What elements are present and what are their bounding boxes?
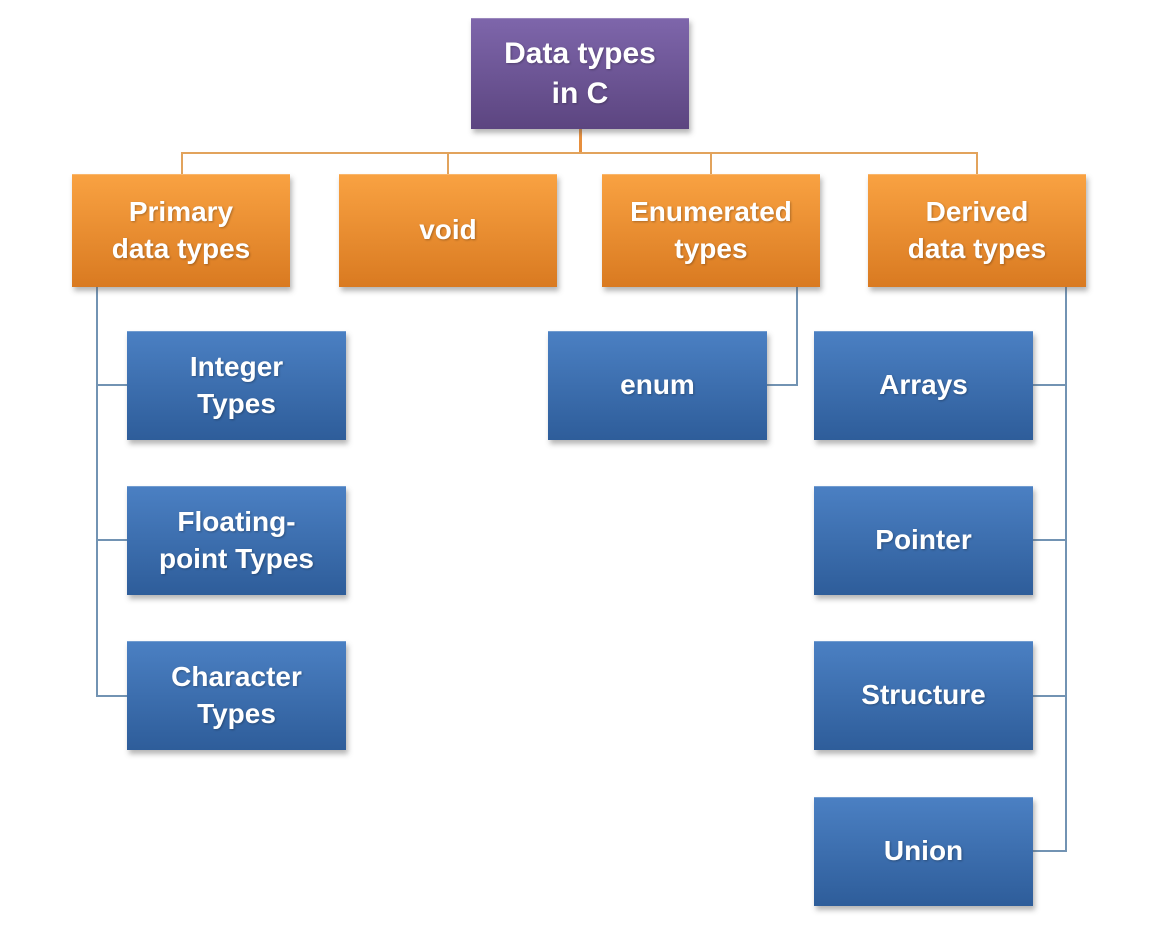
leaf-node-structure: Structure xyxy=(814,641,1033,750)
connector-stub-character-types xyxy=(96,695,127,697)
leaf-node-arrays: Arrays xyxy=(814,331,1033,440)
connector-root-stem xyxy=(579,129,582,153)
connector-primary-vertical xyxy=(96,287,98,697)
branch-node-primary-data-types: Primary data types xyxy=(72,174,290,287)
leaf-label: Character Types xyxy=(171,660,302,729)
connector-stub-arrays xyxy=(1033,384,1067,386)
leaf-label: Union xyxy=(883,835,964,867)
leaf-label: Floating- point Types xyxy=(158,505,315,574)
connector-stub-floating-point-types xyxy=(96,539,127,541)
leaf-node-floating-point-types: Floating- point Types xyxy=(127,486,346,595)
connector-drop-derived xyxy=(976,152,978,174)
leaf-label: Integer Types xyxy=(189,350,284,419)
leaf-node-integer-types: Integer Types xyxy=(127,331,346,440)
leaf-label: Pointer xyxy=(875,524,972,556)
connector-stub-union xyxy=(1033,850,1067,852)
root-node-data-types-in-c: Data types in C xyxy=(471,18,689,129)
leaf-node-enum: enum xyxy=(548,331,767,440)
connector-stub-pointer xyxy=(1033,539,1067,541)
root-label: Data types in C xyxy=(504,36,656,110)
connector-branches-horizontal xyxy=(181,152,978,154)
connector-derived-vertical xyxy=(1065,287,1067,852)
leaf-label: enum xyxy=(620,369,695,401)
connector-stub-enum xyxy=(767,384,798,386)
branch-node-enumerated-types: Enumerated types xyxy=(602,174,820,287)
branch-node-void: void xyxy=(339,174,557,287)
connector-drop-void xyxy=(447,152,449,174)
branch-label: void xyxy=(419,214,477,246)
branch-node-derived-data-types: Derived data types xyxy=(868,174,1086,287)
leaf-label: Structure xyxy=(861,679,986,711)
connector-drop-enumerated xyxy=(710,152,712,174)
branch-label: Enumerated types xyxy=(630,195,792,264)
leaf-node-union: Union xyxy=(814,797,1033,906)
leaf-node-pointer: Pointer xyxy=(814,486,1033,595)
connector-stub-integer-types xyxy=(96,384,127,386)
branch-label: Primary data types xyxy=(111,195,251,264)
connector-stub-structure xyxy=(1033,695,1067,697)
leaf-node-character-types: Character Types xyxy=(127,641,346,750)
leaf-label: Arrays xyxy=(879,369,968,401)
branch-label: Derived data types xyxy=(907,195,1047,264)
connector-enumerated-vertical xyxy=(796,287,798,386)
connector-drop-primary xyxy=(181,152,183,174)
